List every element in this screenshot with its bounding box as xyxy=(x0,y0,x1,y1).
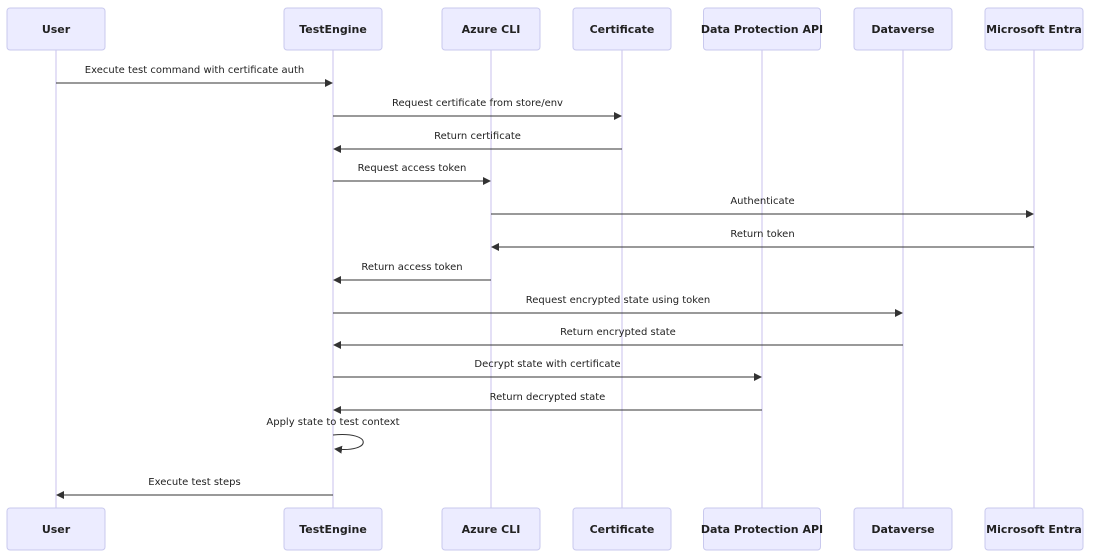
actor-box xyxy=(283,7,383,51)
message-13: Execute test steps xyxy=(56,477,333,499)
message-label: Return access token xyxy=(361,262,462,273)
actor-label: User xyxy=(42,23,71,36)
actor-user-bottom: User xyxy=(6,507,106,551)
message-arrow xyxy=(332,434,364,454)
message-label: Return encrypted state xyxy=(560,327,676,338)
actor-azurecli-bottom: Azure CLI xyxy=(441,507,541,551)
message-11: Return decrypted state xyxy=(333,392,762,414)
message-9: Return encrypted state xyxy=(333,327,903,349)
actors-bottom: User TestEngine Azure CLI Certificate Data P… xyxy=(6,507,1084,551)
lifelines xyxy=(55,50,1035,508)
actor-label: Data Protection API xyxy=(701,23,823,36)
actor-box xyxy=(441,507,541,551)
message-label: Decrypt state with certificate xyxy=(474,359,620,370)
message-label: Return certificate xyxy=(434,131,521,142)
actors-top: User TestEngine Azure CLI Certificate Data P… xyxy=(6,7,1084,51)
actor-label: Certificate xyxy=(590,523,655,536)
actor-testengine-bottom: TestEngine xyxy=(283,507,383,551)
actor-label: Dataverse xyxy=(871,523,934,536)
message-label: Request encrypted state using token xyxy=(526,295,710,306)
actor-certificate-bottom: Certificate xyxy=(572,507,672,551)
actor-box xyxy=(984,507,1084,551)
actor-label: Azure CLI xyxy=(462,523,521,536)
message-label: Authenticate xyxy=(730,196,794,207)
message-label: Request access token xyxy=(358,163,467,174)
message-label: Apply state to test context xyxy=(266,417,399,428)
actor-label: User xyxy=(42,523,71,536)
message-label: Request certificate from store/env xyxy=(392,98,563,109)
message-3: Return certificate xyxy=(333,131,622,153)
actor-testengine-top: TestEngine xyxy=(283,7,383,51)
actor-dataverse-top: Dataverse xyxy=(853,7,953,51)
actor-label: Microsoft Entra xyxy=(986,23,1082,36)
actor-label: Azure CLI xyxy=(462,23,521,36)
actor-box xyxy=(572,7,672,51)
message-12: Apply state to test context xyxy=(266,417,400,454)
actor-box xyxy=(853,507,953,551)
actor-dpapi-bottom: Data Protection API xyxy=(701,507,823,551)
message-8: Request encrypted state using token xyxy=(333,295,903,317)
messages: Execute test command with certificate au… xyxy=(56,65,1034,499)
message-label: Execute test steps xyxy=(148,477,240,488)
actor-user-top: User xyxy=(6,7,106,51)
message-7: Return access token xyxy=(333,262,491,284)
actor-box xyxy=(6,507,106,551)
actor-box xyxy=(283,507,383,551)
actor-label: TestEngine xyxy=(299,523,367,536)
actor-box xyxy=(853,7,953,51)
message-label: Return decrypted state xyxy=(490,392,606,403)
message-2: Request certificate from store/env xyxy=(333,98,622,120)
message-1: Execute test command with certificate au… xyxy=(56,65,333,87)
actor-certificate-top: Certificate xyxy=(572,7,672,51)
message-4: Request access token xyxy=(333,163,491,185)
actor-box xyxy=(984,7,1084,51)
actor-label: Certificate xyxy=(590,23,655,36)
actor-entra-bottom: Microsoft Entra xyxy=(984,507,1084,551)
actor-entra-top: Microsoft Entra xyxy=(984,7,1084,51)
message-6: Return token xyxy=(491,229,1034,251)
message-label: Execute test command with certificate au… xyxy=(85,65,304,76)
actor-dataverse-bottom: Dataverse xyxy=(853,507,953,551)
actor-box xyxy=(6,7,106,51)
actor-label: Data Protection API xyxy=(701,523,823,536)
actor-box xyxy=(703,7,821,51)
actor-box xyxy=(572,507,672,551)
actor-label: Microsoft Entra xyxy=(986,523,1082,536)
actor-azurecli-top: Azure CLI xyxy=(441,7,541,51)
message-10: Decrypt state with certificate xyxy=(333,359,762,381)
actor-label: TestEngine xyxy=(299,23,367,36)
actor-dpapi-top: Data Protection API xyxy=(701,7,823,51)
message-label: Return token xyxy=(730,229,794,240)
message-5: Authenticate xyxy=(491,196,1034,218)
actor-box xyxy=(441,7,541,51)
actor-label: Dataverse xyxy=(871,23,934,36)
actor-box xyxy=(703,507,821,551)
